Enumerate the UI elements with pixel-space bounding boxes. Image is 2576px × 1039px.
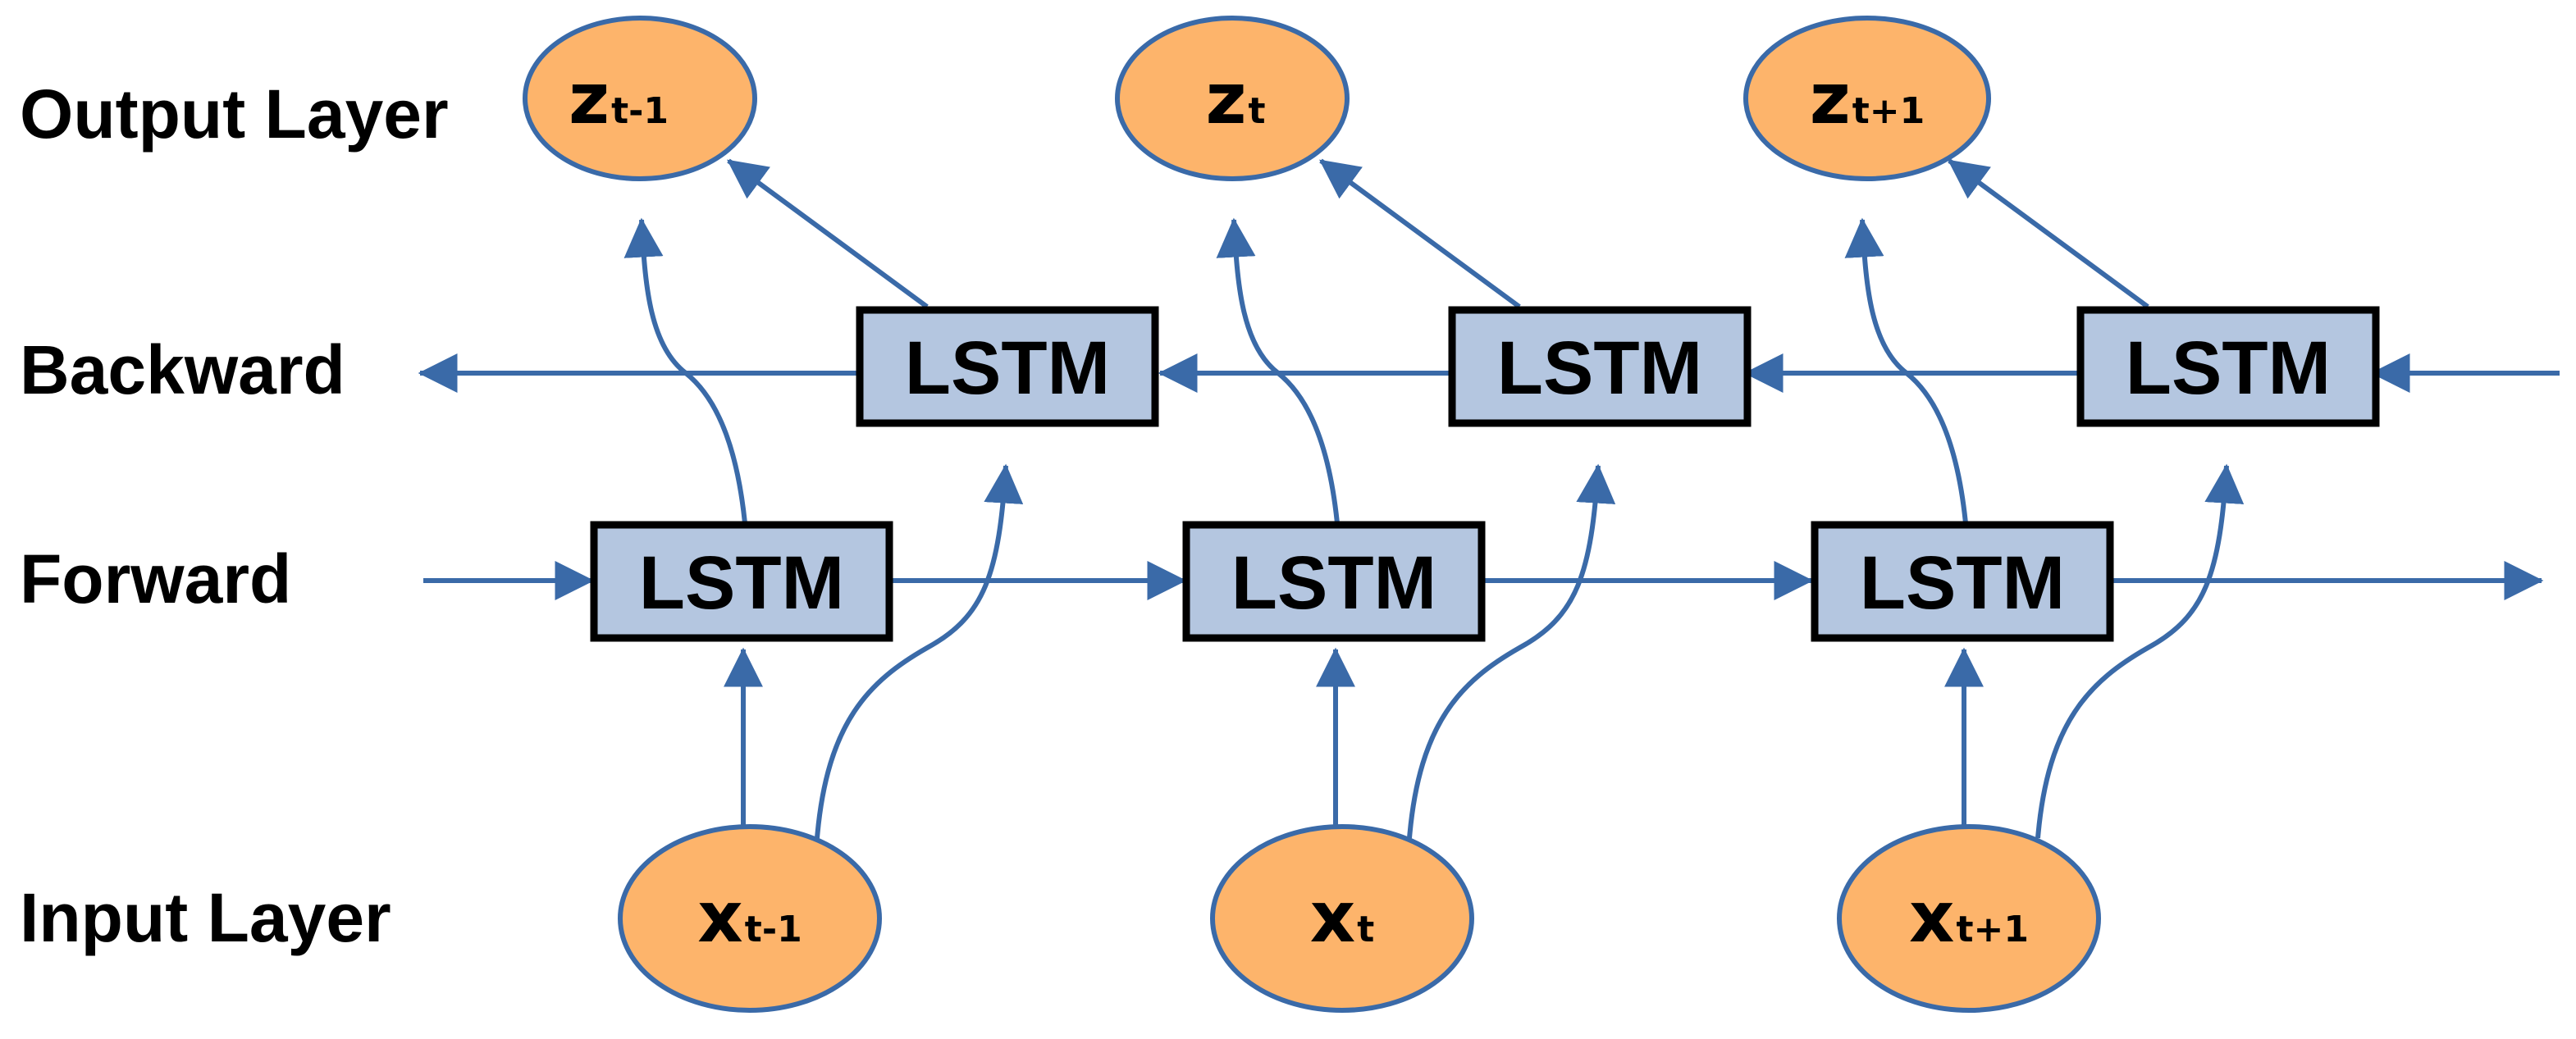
forward-lstm-label-1: LSTM [639, 541, 844, 625]
forward-cells: LSTM LSTM LSTM [590, 521, 2114, 642]
output-node-label-1: zt-1 [569, 58, 669, 140]
input-node-label-3: xt+1 [1909, 877, 2029, 959]
output-node-label-3: zt+1 [1810, 58, 1925, 140]
input-node-2: xt [1210, 824, 1474, 1013]
forward-lstm-label-3: LSTM [1860, 541, 2065, 625]
backward-lstm-label-1: LSTM [905, 326, 1110, 410]
input-node-label-1: xt-1 [697, 877, 802, 959]
input-nodes: xt-1 xt xt+1 [618, 824, 2101, 1013]
backward-lstm-label-2: LSTM [1497, 326, 1702, 410]
input-backward-arrow-3 [2035, 463, 2245, 839]
output-nodes: zt-1 zt zt+1 [523, 16, 1991, 181]
input-layer-label: Input Layer [20, 879, 391, 956]
backward-output-arrow-1 [727, 158, 929, 309]
forward-label: Forward [20, 540, 291, 617]
forward-to-output-arrows [623, 217, 1968, 524]
input-to-forward-arrows [724, 647, 1984, 827]
backward-to-output-arrows [727, 158, 2149, 309]
output-node-1: zt-1 [523, 16, 757, 181]
backward-output-arrow-3 [1948, 158, 2149, 309]
forward-output-arrow-3 [1844, 217, 1968, 524]
forward-lstm-cell-1: LSTM [590, 521, 893, 642]
backward-lstm-cell-2: LSTM [1448, 306, 1752, 427]
forward-lstm-cell-2: LSTM [1182, 521, 1486, 642]
backward-label: Backward [20, 331, 345, 408]
backward-output-arrow-2 [1319, 158, 1521, 309]
input-node-label-2: xt [1310, 877, 1375, 959]
output-node-label-2: zt [1205, 58, 1265, 140]
forward-output-arrow-1 [623, 217, 747, 524]
backward-cells: LSTM LSTM LSTM [856, 306, 2380, 427]
output-node-3: zt+1 [1743, 16, 1991, 181]
forward-output-arrow-2 [1216, 217, 1340, 524]
backward-lstm-cell-1: LSTM [856, 306, 1159, 427]
backward-lstm-cell-3: LSTM [2076, 306, 2380, 427]
backward-lstm-label-3: LSTM [2126, 326, 2331, 410]
input-to-backward-arrows [815, 463, 2245, 839]
forward-lstm-label-2: LSTM [1231, 541, 1436, 625]
output-layer-label: Output Layer [20, 75, 449, 153]
output-node-2: zt [1115, 16, 1350, 181]
input-backward-arrow-2 [1407, 463, 1616, 839]
input-backward-arrow-1 [815, 463, 1024, 839]
forward-lstm-cell-3: LSTM [1811, 521, 2114, 642]
input-node-1: xt-1 [618, 824, 882, 1013]
input-node-3: xt+1 [1837, 824, 2101, 1013]
